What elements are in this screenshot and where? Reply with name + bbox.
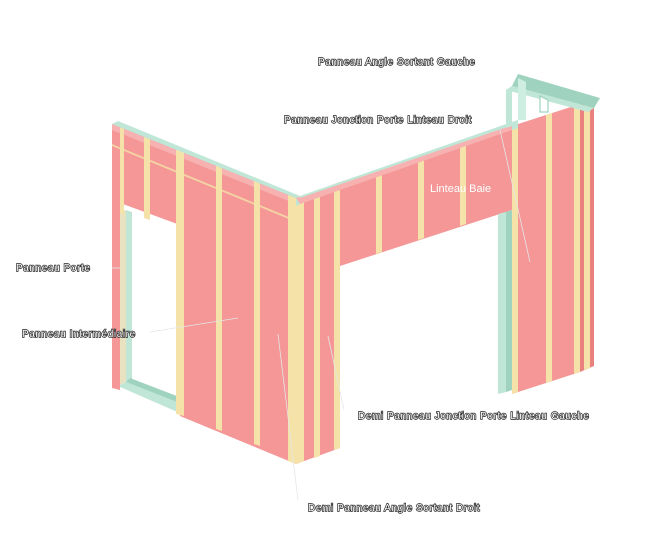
right-wall (506, 74, 600, 394)
leader-lines (112, 129, 531, 501)
label-linteau-baie: Linteau Baie (430, 183, 491, 195)
right-opening-frame (498, 210, 512, 394)
label-panneau-angle-sortant-gauche: Panneau Angle Sortant Gauche (318, 57, 475, 68)
label-panneau-jonction-porte-linteau-droit: Panneau Jonction Porte Linteau Droit (284, 115, 472, 126)
corner-half-panel (296, 182, 340, 464)
left-wall (112, 121, 300, 464)
lintel-beam (296, 122, 516, 266)
label-demi-panneau-jonction-porte-linteau-gauche: Demi Panneau Jonction Porte Linteau Gauc… (358, 411, 589, 422)
left-door-frame (113, 210, 182, 414)
diagram-labels: Panneau Angle Sortant Gauche Panneau Jon… (15, 56, 589, 514)
label-panneau-porte: Panneau Porte (16, 263, 91, 274)
label-demi-panneau-angle-sortant-droit: Demi Panneau Angle Sortant Droit (308, 503, 480, 514)
label-panneau-intermediaire: Panneau Intermédiaire (22, 329, 136, 340)
